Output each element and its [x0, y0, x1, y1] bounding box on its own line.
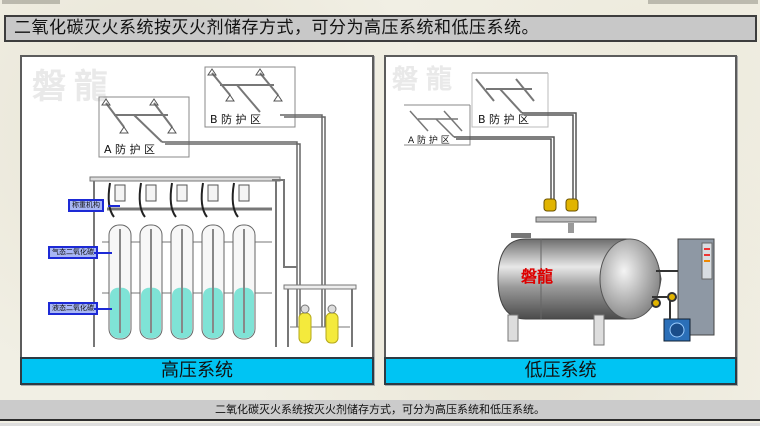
- control-cabinet: [677, 238, 715, 336]
- cylinder-hose: [231, 182, 239, 218]
- high-pressure-panel: 磐龍 B 防 护 区 A 防 护 区: [20, 55, 374, 385]
- nitrogen-cylinder-1: [298, 304, 312, 344]
- zone-a-label: A 防 护 区: [104, 142, 155, 156]
- zone-b-box: B 防 护 区: [204, 66, 296, 128]
- tank-logo: 磐龍: [520, 267, 553, 286]
- callout-weighing-mechanism: 称重机构: [68, 199, 104, 212]
- low-pressure-diagram: B 防 护 区 A 防 护 区: [404, 72, 715, 346]
- cylinder-valve-head: [207, 184, 219, 202]
- co2-cylinders: [107, 182, 256, 340]
- low-pressure-caption: 低压系统: [384, 357, 737, 385]
- header-stub-left: [2, 0, 60, 4]
- co2-cylinder: [138, 182, 163, 340]
- callout-gaseous-co2: 气态二氧化碳: [48, 246, 98, 259]
- instrument-piping: [651, 270, 678, 319]
- co2-cylinder: [169, 182, 194, 340]
- callout-line: [94, 308, 112, 310]
- supply-pipes: [454, 112, 577, 199]
- high-pressure-diagram: B 防 护 区 A 防 护 区: [89, 66, 357, 347]
- actuator-stand: [283, 284, 357, 347]
- watermark: 磐龍: [392, 65, 461, 95]
- zone-b-label: B 防 护 区: [478, 112, 529, 126]
- cylinder-hose: [169, 182, 177, 218]
- valves: [535, 198, 597, 233]
- callout-line: [94, 252, 112, 254]
- zone-a-box: A 防 护 区: [98, 96, 190, 158]
- watermark: 磐龍: [32, 67, 116, 107]
- supply-pipes: [162, 114, 326, 327]
- refrigeration-unit: [663, 318, 691, 342]
- high-pressure-caption: 高压系统: [20, 357, 374, 385]
- co2-cylinder: [200, 182, 225, 340]
- callout-liquid-co2: 液态二氧化碳: [48, 302, 98, 315]
- cylinder-hose: [107, 182, 115, 218]
- cylinder-valve-head: [145, 184, 157, 202]
- zone-b-label: B 防 护 区: [210, 112, 261, 126]
- zone-a-label: A 防 护 区: [408, 134, 450, 146]
- footer-strip: [0, 423, 760, 426]
- slide-title: 二氧化碳灭火系统按灭火剂储存方式，可分为高压系统和低压系统。: [4, 15, 757, 42]
- callout-line: [108, 205, 120, 207]
- low-pressure-tank: 磐龍: [497, 233, 662, 346]
- header-stub-right: [648, 0, 758, 4]
- zone-b-box: B 防 护 区: [471, 72, 549, 128]
- co2-cylinder: [107, 182, 132, 340]
- cylinder-valve-head: [114, 184, 126, 202]
- cylinder-hose: [200, 182, 208, 218]
- footer-caption: 二氧化碳灭火系统按灭火剂储存方式，可分为高压系统和低压系统。: [0, 400, 760, 421]
- cylinder-hose: [138, 182, 146, 218]
- nitrogen-cylinder-2: [325, 304, 339, 344]
- low-pressure-panel: 磐龍 B 防 护 区 A 防 护 区: [384, 55, 737, 385]
- cylinder-valve-head: [238, 184, 250, 202]
- zone-a-box: A 防 护 区: [404, 104, 471, 146]
- cylinder-valve-head: [176, 184, 188, 202]
- co2-cylinder: [231, 182, 256, 340]
